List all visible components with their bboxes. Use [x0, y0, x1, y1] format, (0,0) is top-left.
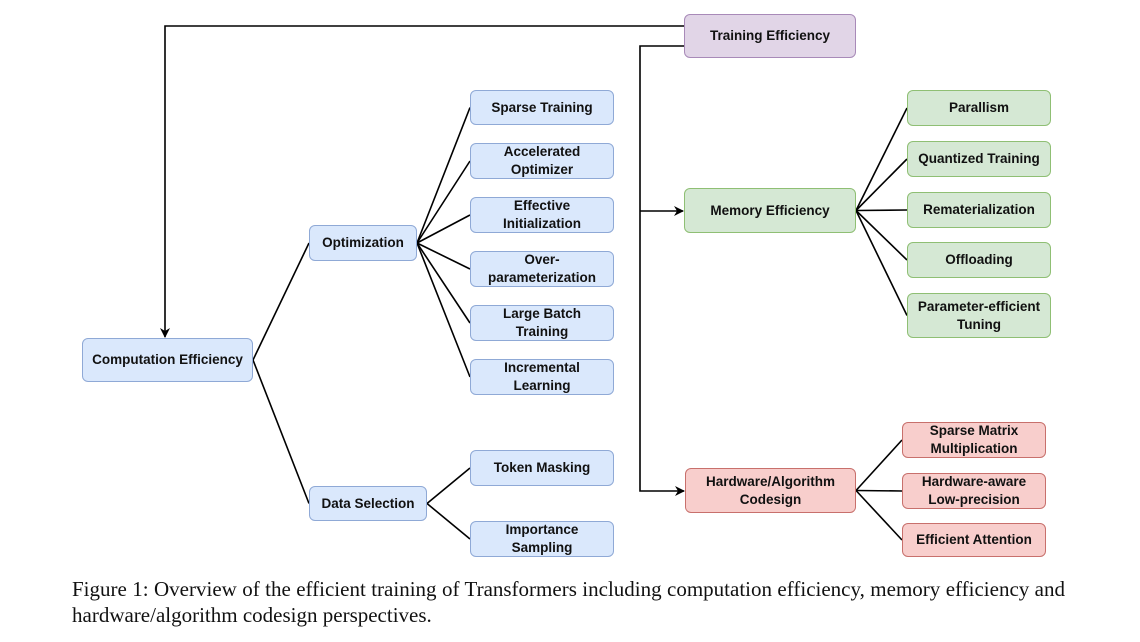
- node-memory: Memory Efficiency: [684, 188, 856, 233]
- edge-memory-parallism: [855, 107, 908, 211]
- node-importance-sampling: Importance Sampling: [470, 521, 614, 557]
- edge-data_selection-token_masking: [426, 467, 471, 505]
- node-token-masking: Token Masking: [470, 450, 614, 486]
- node-peft: Parameter-efficient Tuning: [907, 293, 1051, 338]
- edge-optimization-sparse_training: [416, 107, 471, 244]
- node-hardware: Hardware/Algorithm Codesign: [685, 468, 856, 513]
- node-parallism: Parallism: [907, 90, 1051, 126]
- figure-caption: Figure 1: Overview of the efficient trai…: [72, 577, 1065, 627]
- node-quantized: Quantized Training: [907, 141, 1051, 177]
- node-efficient-attention: Efficient Attention: [902, 523, 1046, 557]
- edge-hardware-hw_low_precision: [855, 489, 903, 492]
- edge-hardware-efficient_attention: [855, 489, 903, 541]
- node-effective-initialization: Effective Initialization: [470, 197, 614, 233]
- arrow-training-to-computation: [160, 25, 684, 338]
- edge-memory-quantized: [855, 158, 908, 212]
- node-computation: Computation Efficiency: [82, 338, 253, 382]
- arrow-training-to-hardware: [639, 45, 685, 496]
- edge-optimization-large_batch: [416, 242, 471, 324]
- edge-optimization-accelerated_optimizer: [416, 160, 471, 244]
- edge-optimization-incremental: [416, 242, 471, 378]
- node-training: Training Efficiency: [684, 14, 856, 58]
- edge-hardware-sparse_matrix: [855, 439, 903, 492]
- edge-memory-peft: [855, 210, 908, 316]
- edge-memory-offloading: [855, 209, 908, 261]
- edge-computation-data_selection: [252, 359, 310, 504]
- node-accelerated-optimizer: Accelerated Optimizer: [470, 143, 614, 179]
- node-remat: Rematerialization: [907, 192, 1051, 228]
- edge-computation-optimization: [252, 242, 310, 361]
- node-hw-low-precision: Hardware-aware Low-precision: [902, 473, 1046, 509]
- node-optimization: Optimization: [309, 225, 417, 261]
- node-incremental: Incremental Learning: [470, 359, 614, 395]
- node-large-batch: Large Batch Training: [470, 305, 614, 341]
- edge-data_selection-importance_sampling: [426, 502, 471, 540]
- node-over-parameterization: Over- parameterization: [470, 251, 614, 287]
- edge-optimization-over_parameterization: [416, 242, 471, 270]
- node-sparse-training: Sparse Training: [470, 90, 614, 125]
- node-sparse-matrix: Sparse Matrix Multiplication: [902, 422, 1046, 458]
- edge-optimization-effective_initialization: [416, 214, 471, 244]
- node-data-selection: Data Selection: [309, 486, 427, 521]
- node-offloading: Offloading: [907, 242, 1051, 278]
- edge-memory-remat: [855, 209, 908, 212]
